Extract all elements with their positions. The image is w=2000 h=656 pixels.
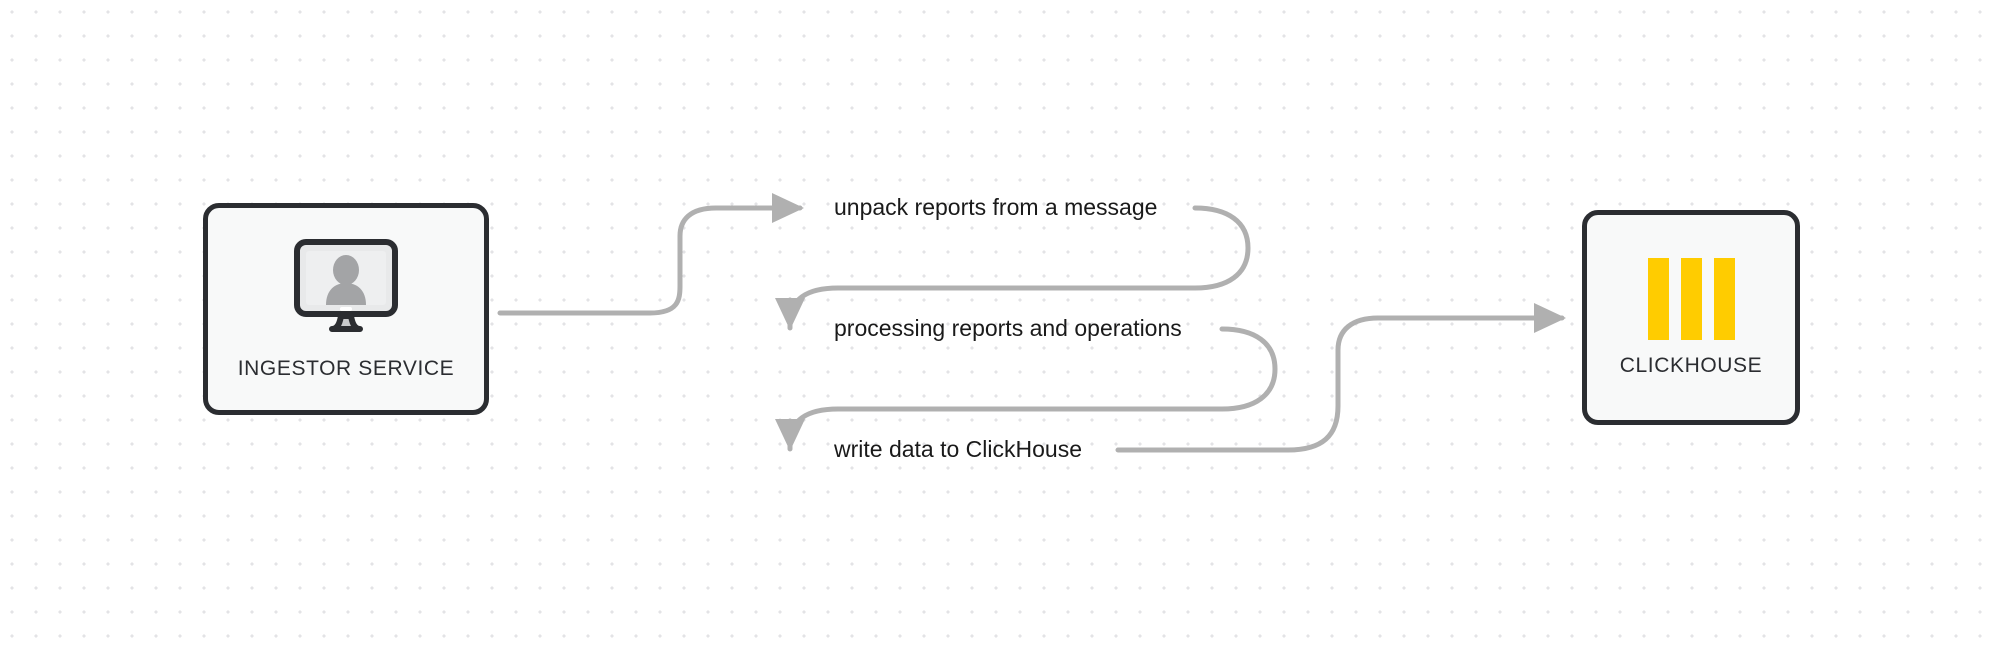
clickhouse-bar-1 bbox=[1647, 257, 1669, 340]
edge-label-unpack: unpack reports from a message bbox=[834, 194, 1158, 220]
node-ingestor-service-label: INGESTOR SERVICE bbox=[237, 356, 455, 380]
edge-path-unpack bbox=[497, 193, 805, 316]
edge-path-processing-return bbox=[787, 326, 1278, 452]
node-clickhouse-label: CLICKHOUSE bbox=[1619, 353, 1763, 377]
node-clickhouse[interactable]: CLICKHOUSE bbox=[1582, 210, 1800, 425]
monitor-user-icon bbox=[292, 238, 400, 339]
edge-path-unpack-return bbox=[787, 205, 1251, 331]
clickhouse-bar-2 bbox=[1680, 257, 1702, 340]
edge-label-write: write data to ClickHouse bbox=[834, 436, 1082, 462]
edge-label-processing: processing reports and operations bbox=[834, 315, 1182, 341]
clickhouse-logo-icon bbox=[1647, 257, 1735, 340]
edge-path-write-to-clickhouse bbox=[1115, 303, 1567, 453]
clickhouse-bar-3 bbox=[1713, 257, 1735, 340]
node-ingestor-service[interactable]: INGESTOR SERVICE bbox=[203, 203, 489, 415]
